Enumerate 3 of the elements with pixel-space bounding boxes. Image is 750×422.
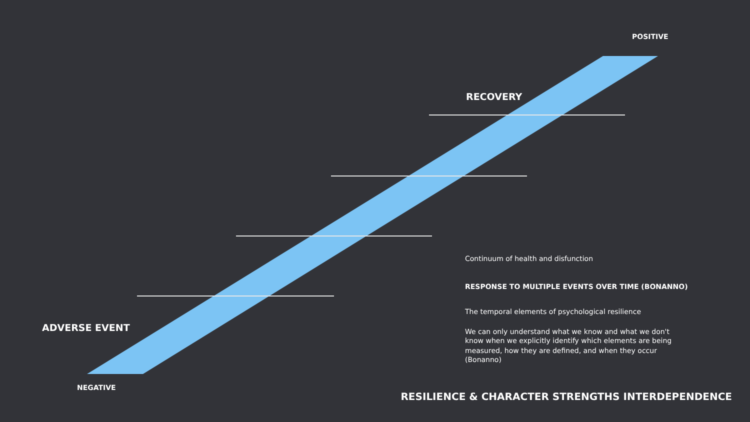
stage-label: ADVERSE EVENT [42,323,130,334]
slide-title: RESILIENCE & CHARACTER STRENGTHS INTERDEPENDENCE [400,392,732,403]
stage-label: RECOVERY [466,92,522,103]
